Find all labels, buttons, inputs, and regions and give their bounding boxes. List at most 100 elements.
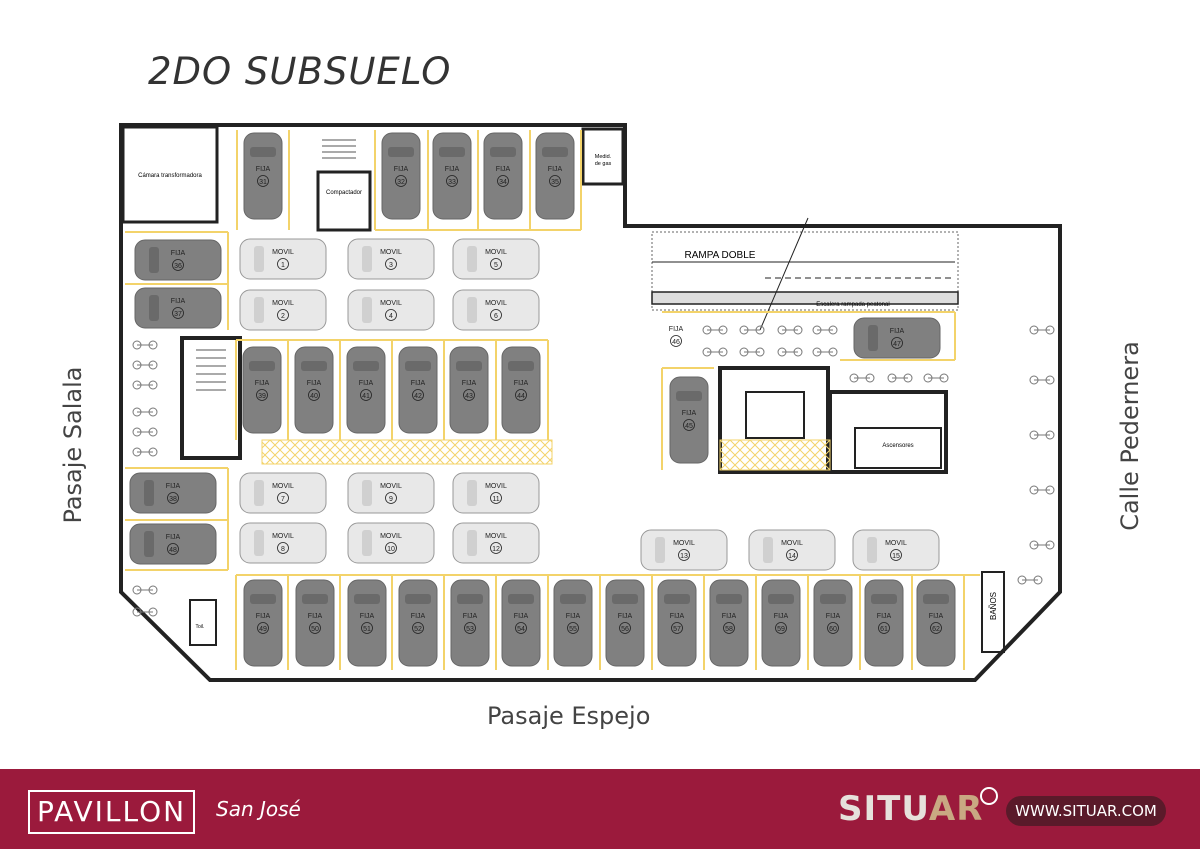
car-shape [398, 346, 438, 434]
car-shape [864, 579, 904, 667]
spot-type-label: MOVIL [272, 533, 294, 540]
spot-number: 48 [169, 547, 177, 554]
car-windshield [560, 594, 586, 604]
spot-number: 11 [492, 496, 499, 503]
ramp-diagonal [759, 217, 809, 331]
car-windshield [490, 147, 516, 157]
car-shape [346, 346, 386, 434]
spot-number: 61 [880, 626, 888, 633]
spot-type-label: MOVIL [272, 483, 294, 490]
spot-number: 44 [517, 393, 525, 400]
spot-number-circle [385, 258, 397, 270]
street-label-bottom: Pasaje Espejo [487, 702, 651, 730]
transformer-room [121, 125, 219, 224]
spot-type-label: FIJA [411, 613, 426, 620]
car-windshield [868, 325, 878, 351]
spot-type-label: MOVIL [485, 483, 507, 490]
bicycle-icon [132, 607, 158, 617]
car-windshield [467, 480, 477, 506]
parking-spot-3: MOVIL 3 [347, 238, 435, 280]
car-windshield [149, 295, 159, 321]
spot-type-label: MOVIL [272, 249, 294, 256]
spot-type-label: FIJA [826, 613, 841, 620]
spot-type-label: FIJA [462, 380, 477, 387]
car-shape [239, 522, 327, 564]
bicycle-icon [1029, 430, 1055, 440]
spot-number: 62 [932, 626, 940, 633]
hatched-zone-right [719, 439, 831, 471]
car-windshield [405, 594, 431, 604]
spot-type-label: FIJA [514, 613, 529, 620]
spot-number: 60 [829, 626, 837, 633]
spot-number-circle [890, 549, 902, 561]
car-windshield [144, 480, 154, 506]
spot-type-label: FIJA [166, 534, 181, 541]
car-windshield [301, 361, 327, 371]
bicycle-icon [1029, 325, 1055, 335]
parking-spot-49: FIJA 49 [243, 579, 283, 667]
spot-number-circle [257, 622, 269, 634]
spot-type-label: FIJA [255, 380, 270, 387]
parking-lines [125, 130, 980, 670]
outer-wall [119, 123, 1062, 682]
spot-number: 43 [465, 393, 473, 400]
spot-number: 8 [281, 546, 285, 553]
spot-type-label: FIJA [256, 613, 271, 620]
spot-type-label: MOVIL [380, 249, 402, 256]
company-name: SITUAR [838, 789, 984, 829]
spot-type-label: MOVIL [673, 540, 695, 547]
bicycle-icon [1029, 485, 1055, 495]
spot-number-circle [678, 549, 690, 561]
stair-steps-left [196, 349, 226, 391]
spot-number: 9 [389, 496, 393, 503]
spot-number: 49 [259, 626, 267, 633]
car-windshield [456, 361, 482, 371]
spot-number: 53 [466, 626, 474, 633]
spot-number: 47 [893, 341, 901, 348]
car-shape [452, 289, 540, 331]
car-shape [535, 132, 575, 220]
spot-number: 3 [389, 262, 393, 269]
parking-spot-8: MOVIL 8 [239, 522, 327, 564]
parking-spot-52: FIJA 52 [398, 579, 438, 667]
website-link[interactable]: WWW.SITUAR.COM [1006, 796, 1166, 826]
spot-type-label: FIJA [929, 613, 944, 620]
car-windshield [508, 361, 534, 371]
car-shape [450, 579, 490, 667]
company-logo: SITUAR [838, 789, 983, 829]
hatched-zone-left [261, 439, 553, 465]
spot-number: 52 [414, 626, 422, 633]
elevators-label: Ascensores [882, 443, 913, 449]
compactor-label: Compactador [326, 190, 362, 196]
service-stairs [322, 139, 356, 159]
spot-number-circle [878, 622, 890, 634]
car-windshield [467, 297, 477, 323]
spot-number-circle [257, 175, 269, 187]
car-windshield [508, 594, 534, 604]
spot-number: 39 [258, 393, 266, 400]
car-shape [239, 472, 327, 514]
bicycle-icon [132, 447, 158, 457]
car-windshield [362, 297, 372, 323]
spot-number: 58 [725, 626, 733, 633]
bicycle-icon [777, 347, 803, 357]
spot-number: 15 [892, 553, 900, 560]
bicycle-icon [132, 585, 158, 595]
spot-number-circle [385, 542, 397, 554]
spot-number-circle [309, 622, 321, 634]
spot-number-circle [775, 622, 787, 634]
spot-number-circle [446, 175, 458, 187]
bicycle-icon [849, 373, 875, 383]
car-shape [853, 317, 941, 359]
